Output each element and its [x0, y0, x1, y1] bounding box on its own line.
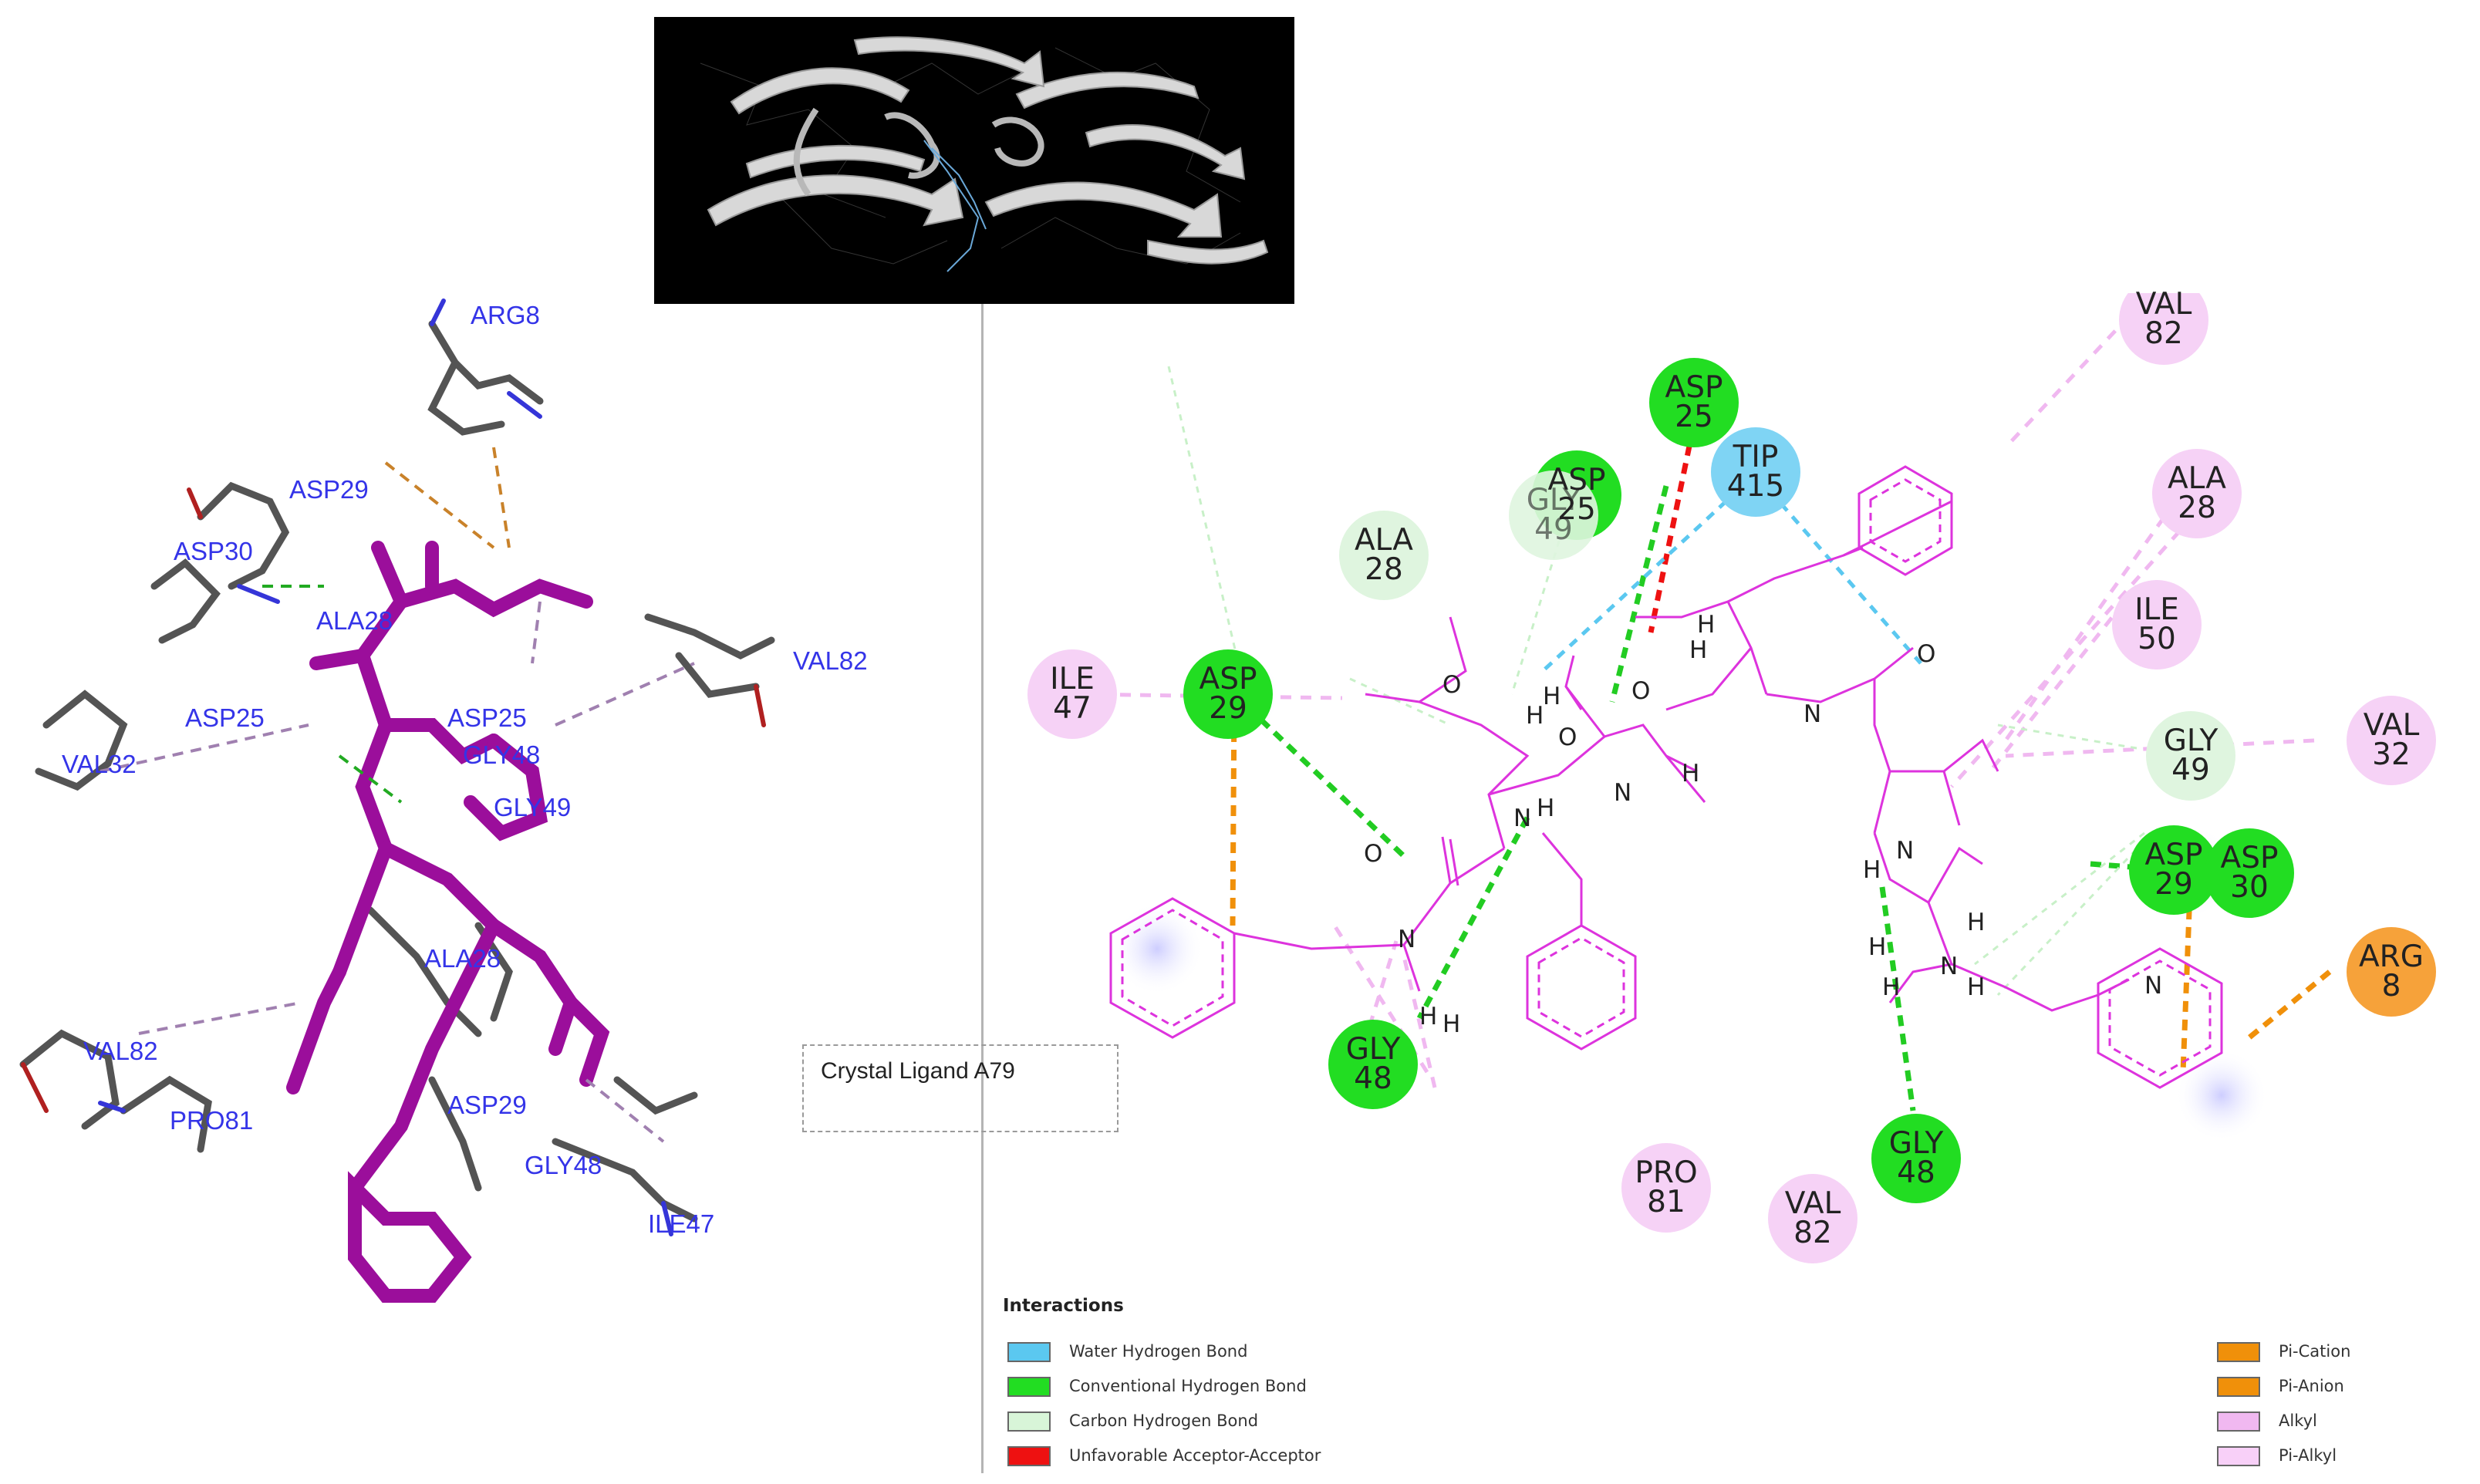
- atom-label: N: [1803, 700, 1822, 728]
- atom-label: H: [1689, 636, 1708, 664]
- atom-label: H: [1967, 909, 1986, 936]
- legend-swatch: [2217, 1446, 2260, 1466]
- legend-swatch: [2217, 1342, 2260, 1362]
- atom-label: H: [1526, 702, 1544, 730]
- residue-label-3d: ASP25: [185, 703, 265, 732]
- crystal-ligand-label: Crystal Ligand A79: [821, 1058, 1015, 1084]
- legend-label: Pi-Alkyl: [2279, 1446, 2337, 1465]
- atom-label: H: [1697, 611, 1716, 639]
- legend-label: Carbon Hydrogen Bond: [1069, 1411, 1259, 1430]
- legend-label: Pi-Anion: [2279, 1377, 2344, 1395]
- atom-label: N: [2144, 972, 2163, 1000]
- residue-discs: [1027, 275, 2436, 1263]
- legend-title: Interactions: [1003, 1296, 1124, 1316]
- interaction-diagram-drawing: [1027, 275, 2436, 1263]
- residue-label-3d: ASP30: [174, 537, 253, 565]
- legend-label: Water Hydrogen Bond: [1069, 1342, 1248, 1361]
- atom-label: H: [1682, 760, 1700, 788]
- legend-swatch: [1007, 1377, 1051, 1397]
- atom-label: N: [1513, 804, 1532, 832]
- atom-label: O: [1558, 723, 1577, 751]
- stick-model: [19, 298, 775, 1303]
- residue-label-3d: ASP25: [447, 703, 527, 732]
- atom-label: N: [1398, 926, 1416, 953]
- atom-label: H: [1543, 683, 1561, 710]
- atom-label: H: [1882, 973, 1901, 1001]
- residue-label-3d: PRO81: [170, 1106, 254, 1135]
- atom-label: H: [1419, 1003, 1438, 1030]
- atom-label: O: [1442, 671, 1462, 699]
- panel-divider: [981, 304, 984, 1473]
- legend-label: Conventional Hydrogen Bond: [1069, 1377, 1307, 1395]
- residue-label-3d: VAL82: [793, 646, 868, 675]
- legend-swatch: [1007, 1411, 1051, 1432]
- residue-label-3d: ALA28: [316, 606, 393, 635]
- legend-swatch: [2217, 1411, 2260, 1432]
- atom-label: N: [1896, 837, 1915, 865]
- legend-swatch: [2217, 1377, 2260, 1397]
- atom-label: O: [1917, 640, 1936, 668]
- residue-label-3d: VAL82: [83, 1037, 158, 1065]
- protein-ribbon-drawing: [700, 36, 1269, 272]
- atom-label: H: [1442, 1010, 1461, 1038]
- atom-label: H: [1863, 856, 1881, 884]
- atom-label: O: [1631, 677, 1651, 705]
- residue-label-3d: ARG8: [471, 301, 540, 329]
- protein-ribbon-image: [654, 17, 1294, 304]
- interactions-legend: Interactions Water Hydrogen Bond Convent…: [1003, 1296, 2468, 1481]
- atom-label: N: [1614, 779, 1632, 807]
- legend-label: Alkyl: [2279, 1411, 2317, 1430]
- residue-label-3d: ILE47: [648, 1209, 715, 1238]
- residue-label-3d: GLY49: [494, 793, 572, 821]
- legend-label: Pi-Cation: [2279, 1342, 2351, 1361]
- atom-label: H: [1868, 933, 1887, 961]
- atom-label: N: [1940, 953, 1959, 980]
- legend-swatch: [1007, 1342, 1051, 1362]
- residue-label-3d: GLY48: [463, 740, 541, 769]
- legend-swatch: [1007, 1446, 1051, 1466]
- residue-label-3d: ASP29: [447, 1091, 527, 1119]
- atom-label: O: [1364, 840, 1383, 868]
- crystal-ligand-box: [802, 1044, 1119, 1132]
- atom-label: H: [1967, 973, 1986, 1001]
- legend-label: Unfavorable Acceptor-Acceptor: [1069, 1446, 1321, 1465]
- residue-label-3d: VAL32: [62, 750, 137, 778]
- docking-3d-view: ARG8 ASP29 ASP30 ALA28 VAL82 ASP25 ASP25…: [0, 293, 972, 1450]
- residue-label-3d: ASP29: [289, 475, 369, 504]
- atom-label: H: [1537, 794, 1555, 822]
- residue-label-3d: ALA28: [424, 944, 501, 973]
- residue-label-3d: GLY48: [525, 1151, 602, 1179]
